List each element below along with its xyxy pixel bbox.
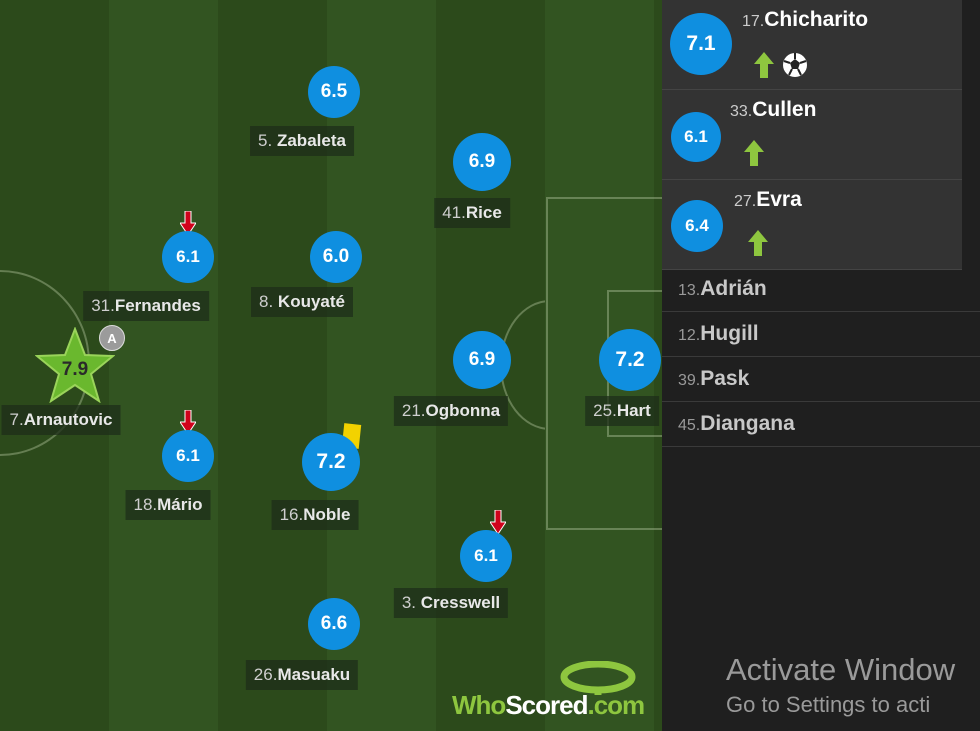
pitch: 7.9 A 7.Arnautovic 6.1 31.Fernandes 6.1 … <box>0 0 662 731</box>
sub-out-icon <box>180 211 196 235</box>
bench-row[interactable]: 45.Diangana <box>662 402 980 447</box>
player-name: Arnautovic <box>23 410 113 429</box>
player-rating: 6.9 <box>453 133 511 191</box>
player-number: 41. <box>442 203 466 222</box>
player-name: Cresswell <box>420 593 501 612</box>
player-name-label: 7.Arnautovic <box>1 405 121 435</box>
player-rating: 6.4 <box>671 200 723 252</box>
sub-out-icon <box>490 510 506 534</box>
substitute-row[interactable]: 7.1 17.Chicharito <box>662 0 962 90</box>
player-name-label: 12.Hugill <box>678 322 759 345</box>
substitute-row[interactable]: 6.1 33.Cullen <box>662 90 962 180</box>
player-rating: 6.5 <box>308 66 360 118</box>
player-name: Masuaku <box>277 665 351 684</box>
bench-row[interactable]: 13.Adrián <box>662 267 980 312</box>
player-number: 5. <box>258 131 273 150</box>
player-name-label: 8. Kouyaté <box>251 287 353 317</box>
activation-watermark: Activate Window Go to Settings to acti <box>726 652 955 718</box>
player-name-label: 18.Mário <box>125 490 211 520</box>
penalty-box <box>546 197 662 530</box>
sub-in-icon <box>754 52 774 78</box>
player-name-label: 17.Chicharito <box>742 8 868 32</box>
player-name-label: 21.Ogbonna <box>393 396 509 426</box>
player-rating: 6.6 <box>308 598 360 650</box>
player-number: 25. <box>593 401 617 420</box>
player-name-label: 31.Fernandes <box>83 291 209 321</box>
player-name-label: 25.Hart <box>585 396 659 426</box>
player-number: 33. <box>730 103 753 120</box>
sub-in-icon <box>744 140 764 166</box>
player-rating: 6.9 <box>453 331 511 389</box>
player-number: 16. <box>279 505 304 524</box>
player-number: 3. <box>401 593 417 612</box>
player-name: Mário <box>157 495 203 514</box>
player-name-label: 39.Pask <box>678 367 750 390</box>
goal-ball-icon <box>783 53 807 77</box>
player-name-label: 41.Rice <box>434 198 510 228</box>
captain-badge: A <box>99 325 125 351</box>
player-name: Evra <box>756 188 802 211</box>
player-name: Hart <box>616 401 651 420</box>
player-number: 27. <box>734 193 757 210</box>
player-rating: 6.1 <box>162 231 214 283</box>
watermark-title: Activate Window <box>726 652 956 687</box>
player-name-label: 3. Cresswell <box>393 588 509 618</box>
logo-question-mark-icon <box>560 661 636 695</box>
player-rating: 6.1 <box>162 430 214 482</box>
substitutes-panel: 7.1 17.Chicharito 6.1 33.Cullen 6.4 27.E… <box>662 0 980 731</box>
player-name-label: 16.Noble <box>271 500 359 530</box>
player-rating: 7.1 <box>670 13 732 75</box>
player-name-label: 27.Evra <box>734 188 802 212</box>
player-name-label: 33.Cullen <box>730 98 816 122</box>
player-number: 18. <box>133 495 158 514</box>
player-name-label: 26.Masuaku <box>245 660 359 690</box>
player-rating: 7.2 <box>302 433 360 491</box>
player-number: 21. <box>401 401 426 420</box>
bench-row[interactable]: 12.Hugill <box>662 312 980 357</box>
player-rating: 7.9 <box>61 359 89 380</box>
player-number: 26. <box>253 665 278 684</box>
player-number: 8. <box>259 292 274 311</box>
player-name-label: 5. Zabaleta <box>250 126 354 156</box>
player-name-label: 13.Adrián <box>678 277 767 300</box>
player-name: Zabaleta <box>276 131 346 150</box>
player-name: Rice <box>465 203 502 222</box>
player-name: Ogbonna <box>425 401 501 420</box>
bench-row[interactable]: 39.Pask <box>662 357 980 402</box>
player-name: Fernandes <box>114 296 201 315</box>
watermark-subtitle: Go to Settings to acti <box>726 692 931 717</box>
player-name: Cullen <box>752 98 817 121</box>
star-icon <box>35 327 115 403</box>
player-name: Noble <box>303 505 351 524</box>
player-number: 31. <box>91 296 115 315</box>
sub-in-icon <box>748 230 768 256</box>
player-rating: 7.2 <box>599 329 661 391</box>
substitute-row[interactable]: 6.4 27.Evra <box>662 180 962 270</box>
player-rating: 6.1 <box>671 112 721 162</box>
player-rating: 6.1 <box>460 530 512 582</box>
player-number: 7. <box>9 410 24 429</box>
player-name: Kouyaté <box>277 292 345 311</box>
player-name-label: 45.Diangana <box>678 412 795 435</box>
player-name: Chicharito <box>764 8 869 31</box>
player-number: 17. <box>742 13 765 30</box>
logo-text: WhoScored.com <box>452 690 645 720</box>
sub-out-icon <box>180 410 196 434</box>
player-rating: 6.0 <box>310 231 362 283</box>
